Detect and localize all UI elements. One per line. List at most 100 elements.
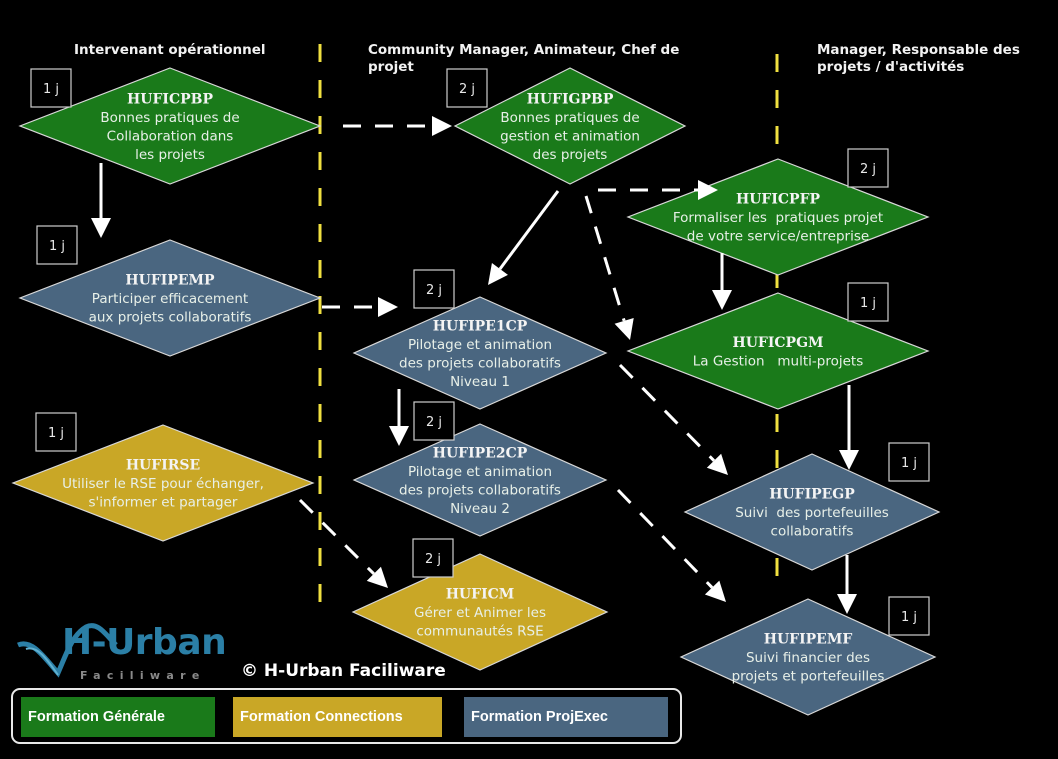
duration-label: 1 j (49, 239, 65, 254)
node-description-line: des projets collaboratifs (399, 482, 561, 498)
duration-badge-frame (888, 596, 930, 636)
node-description-line: aux projets collaboratifs (89, 310, 252, 326)
node-huficpgm[interactable]: HUFICPGM La Gestion multi-projets (626, 292, 930, 410)
logo-subtitle: Faciliware (80, 669, 206, 682)
arrowhead-icon (389, 426, 409, 446)
column-title-line: Manager, Responsable des (817, 42, 1020, 58)
node-description-line: Pilotage et animation (408, 464, 552, 480)
copyright: © H-Urban Faciliware (241, 661, 446, 681)
edge-huficpfp-to-huficpgm (712, 253, 732, 310)
node-shape (683, 453, 941, 571)
arrowhead-icon (704, 580, 726, 602)
duration-badge-frame (847, 148, 889, 188)
duration-badge-frame (30, 68, 72, 108)
edge-huficpbp-to-hufigpbp (343, 116, 452, 136)
arrowhead-icon (488, 262, 508, 285)
duration-label: 2 j (860, 162, 876, 177)
duration-badge: 1 j (888, 596, 930, 636)
edge-hufirse-to-huficm (298, 498, 388, 588)
arrowhead-icon (837, 594, 857, 614)
duration-label: 1 j (901, 610, 917, 625)
duration-badge-frame (413, 401, 455, 441)
duration-badge: 1 j (847, 282, 889, 322)
node-description-line: communautés RSE (416, 624, 543, 640)
node-description-line: projets et portefeuilles (732, 669, 885, 685)
arrowhead-icon (698, 180, 718, 200)
duration-badge: 2 j (413, 269, 455, 309)
duration-badge: 2 j (412, 538, 454, 578)
arrowhead-icon (91, 218, 111, 238)
node-hufipemf[interactable]: HUFIPEMF Suivi financier des projets et po… (679, 598, 937, 716)
node-description-line: Bonnes pratiques de (100, 110, 239, 126)
node-code: HUFIPE1CP (433, 318, 528, 334)
node-shape (352, 296, 608, 410)
column-title-line: Community Manager, Animateur, Chef de (368, 42, 680, 58)
edge-hufigpbp-to-huficpfp (598, 180, 718, 200)
node-code: HUFICPFP (736, 192, 821, 208)
arrowhead-icon (712, 290, 732, 310)
node-description-line: Bonnes pratiques de (500, 110, 639, 126)
node-description-line: Niveau 2 (450, 501, 510, 517)
duration-label: 1 j (43, 82, 59, 97)
edge-huficpbp-to-hufipemp (91, 163, 111, 238)
node-description-line: Collaboration dans (107, 128, 234, 144)
edge-hufigpbp-to-hufipe1cp (488, 190, 560, 285)
column-title-line: projet (368, 59, 414, 75)
edge-line (584, 195, 626, 322)
node-description-line: Participer efficacement (92, 291, 248, 307)
edge-line (616, 488, 714, 589)
edge-hufipegp-to-hufipemf (837, 555, 857, 614)
node-code: HUFIGPBP (527, 91, 614, 107)
node-code: HUFICM (446, 587, 515, 603)
logo-name: H-Urban (62, 622, 227, 663)
duration-label: 2 j (425, 552, 441, 567)
edge-hufipemp-to-hufipe1cp (322, 297, 398, 317)
node-description-line: La Gestion multi-projets (693, 353, 863, 369)
node-huficm[interactable]: HUFICM Gérer et Animer les communautés RSE (351, 553, 609, 671)
legend-item-generale: Formation Générale (21, 697, 215, 737)
column-title-line: projets / d'activités (817, 59, 965, 75)
duration-badge-frame (413, 269, 455, 309)
node-description-line: Pilotage et animation (408, 337, 552, 353)
edge-line (298, 498, 375, 575)
node-hufipemp[interactable]: HUFIPEMP Participer efficacement aux proje… (18, 239, 322, 357)
duration-badge: 1 j (30, 68, 72, 108)
edge-line (618, 363, 716, 462)
edge-hufipe1cp-to-hufipe2cp (389, 389, 409, 446)
duration-badge: 2 j (413, 401, 455, 441)
h-urban-logo-icon (17, 623, 118, 678)
node-description-line: Suivi des portefeuilles (735, 505, 889, 521)
duration-badge-frame (36, 225, 78, 265)
node-code: HUFIPEMF (764, 632, 853, 648)
node-shape (626, 292, 930, 410)
node-code: HUFICPGM (732, 335, 823, 351)
arrowhead-icon (706, 453, 728, 475)
node-code: HUFICPBP (127, 91, 213, 107)
edge-hufigpbp-to-huficpgm (584, 195, 634, 340)
node-shape (453, 67, 687, 185)
node-description-line: collaboratifs (771, 524, 854, 540)
node-huficpbp[interactable]: HUFICPBP Bonnes pratiques de Collaboration… (18, 67, 322, 185)
node-code: HUFIRSE (126, 458, 200, 474)
duration-label: 2 j (426, 283, 442, 298)
legend-item-connections: Formation Connections (233, 697, 442, 737)
duration-label: 1 j (48, 426, 64, 441)
node-code: HUFIPEMP (125, 273, 215, 289)
arrowhead-icon (366, 566, 388, 588)
edge-line (498, 190, 560, 270)
column-title-community: Community Manager, Animateur, Chef de pr… (368, 42, 679, 76)
node-description-line: Suivi financier des (746, 650, 870, 666)
node-description-line: s'informer et partager (89, 495, 238, 511)
duration-badge: 1 j (888, 442, 930, 482)
duration-badge-frame (412, 538, 454, 578)
node-description-line: Gérer et Animer les (414, 605, 546, 621)
legend-item-projexec: Formation ProjExec (464, 697, 668, 737)
duration-badge-frame (888, 442, 930, 482)
duration-label: 2 j (459, 82, 475, 97)
node-shape (18, 239, 322, 357)
